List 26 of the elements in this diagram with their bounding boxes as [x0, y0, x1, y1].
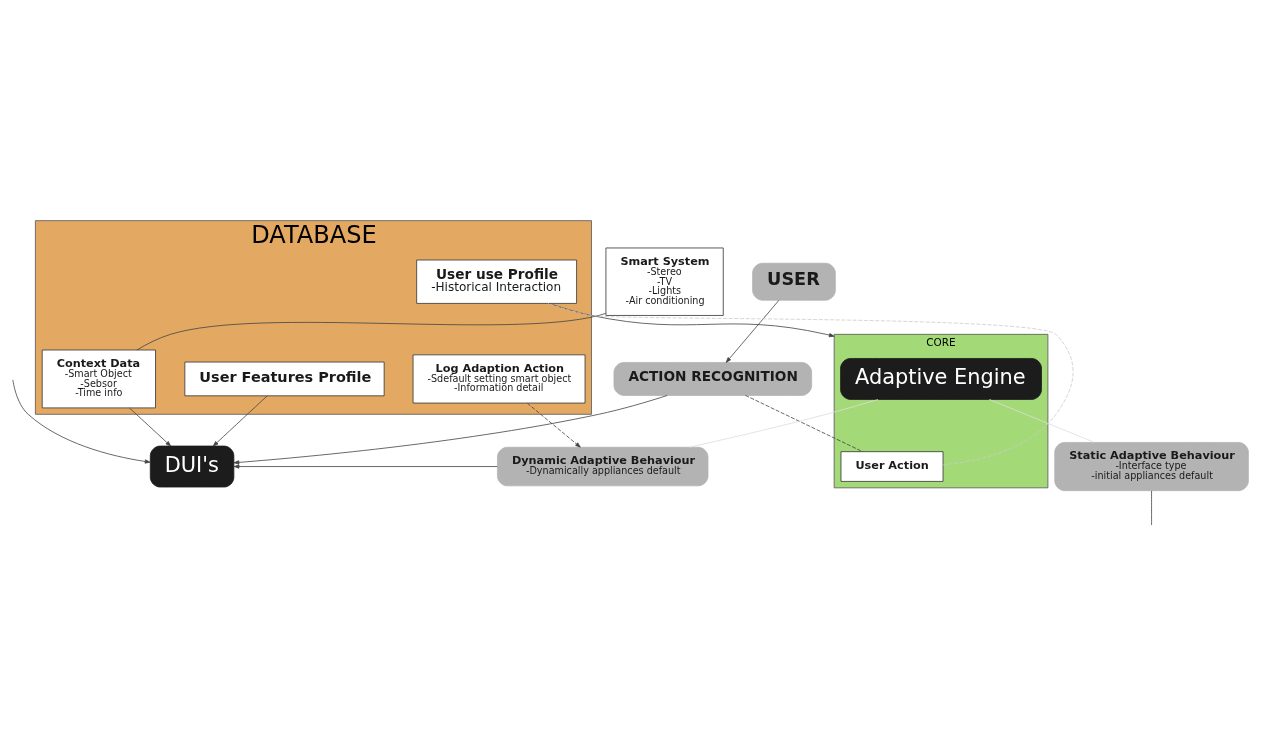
- connector: [988, 399, 1095, 443]
- node-box: Context Data -Smart Object -Sebsor -Time info: [41, 349, 156, 409]
- arrow: [12, 379, 151, 464]
- arrow: [725, 299, 780, 363]
- connector: [547, 303, 1074, 466]
- node-box: ACTION RECOGNITION: [613, 362, 813, 396]
- node-box: Dynamic Adaptive Behaviour -Dynamically appliances default: [497, 446, 709, 487]
- node-box: Smart System -Stereo -TV -Lights -Air conditioning: [605, 247, 724, 316]
- node-box: Static Adaptive Behaviour -Interface type -initial appliances default: [1054, 442, 1249, 492]
- node-box: Adaptive Engine: [840, 358, 1042, 400]
- node-box: User use Profile -Historical Interaction: [416, 259, 577, 304]
- arrow: [233, 464, 498, 469]
- connector: [688, 399, 879, 448]
- node-box: USER: [752, 262, 836, 301]
- node-box: Log Adaption Action -Sdefault setting smart object -Information detail: [412, 354, 586, 404]
- node-box: User Features Profile: [184, 361, 385, 397]
- arrow: [129, 407, 172, 447]
- node-box: User Action: [840, 451, 944, 482]
- arrow: [548, 303, 835, 338]
- arrow: [527, 402, 581, 448]
- connector: [136, 313, 607, 351]
- arrow: [212, 395, 268, 447]
- connector: [745, 395, 863, 452]
- node-box: DUI's: [149, 445, 235, 488]
- arrow: [233, 395, 668, 465]
- connector: [1151, 490, 1152, 526]
